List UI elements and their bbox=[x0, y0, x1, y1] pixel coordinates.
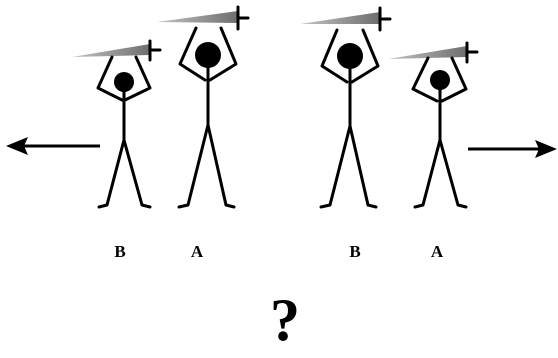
sword-icon bbox=[388, 43, 477, 62]
stick-figure-a-left bbox=[157, 7, 248, 207]
arrow-right-icon bbox=[468, 140, 557, 158]
label-a-right: A bbox=[431, 242, 444, 261]
label-b-left: B bbox=[114, 242, 125, 261]
arrow-left-icon bbox=[6, 137, 100, 155]
question-mark: ? bbox=[270, 287, 300, 353]
label-a-left: A bbox=[191, 242, 204, 261]
sword-icon bbox=[72, 41, 160, 60]
stick-figure-b-right bbox=[300, 8, 390, 207]
stick-figure-a-right bbox=[388, 43, 477, 207]
stick-figure-b-left bbox=[72, 41, 160, 207]
label-b-right: B bbox=[349, 242, 360, 261]
sword-icon bbox=[300, 8, 390, 30]
sword-icon bbox=[157, 7, 248, 29]
